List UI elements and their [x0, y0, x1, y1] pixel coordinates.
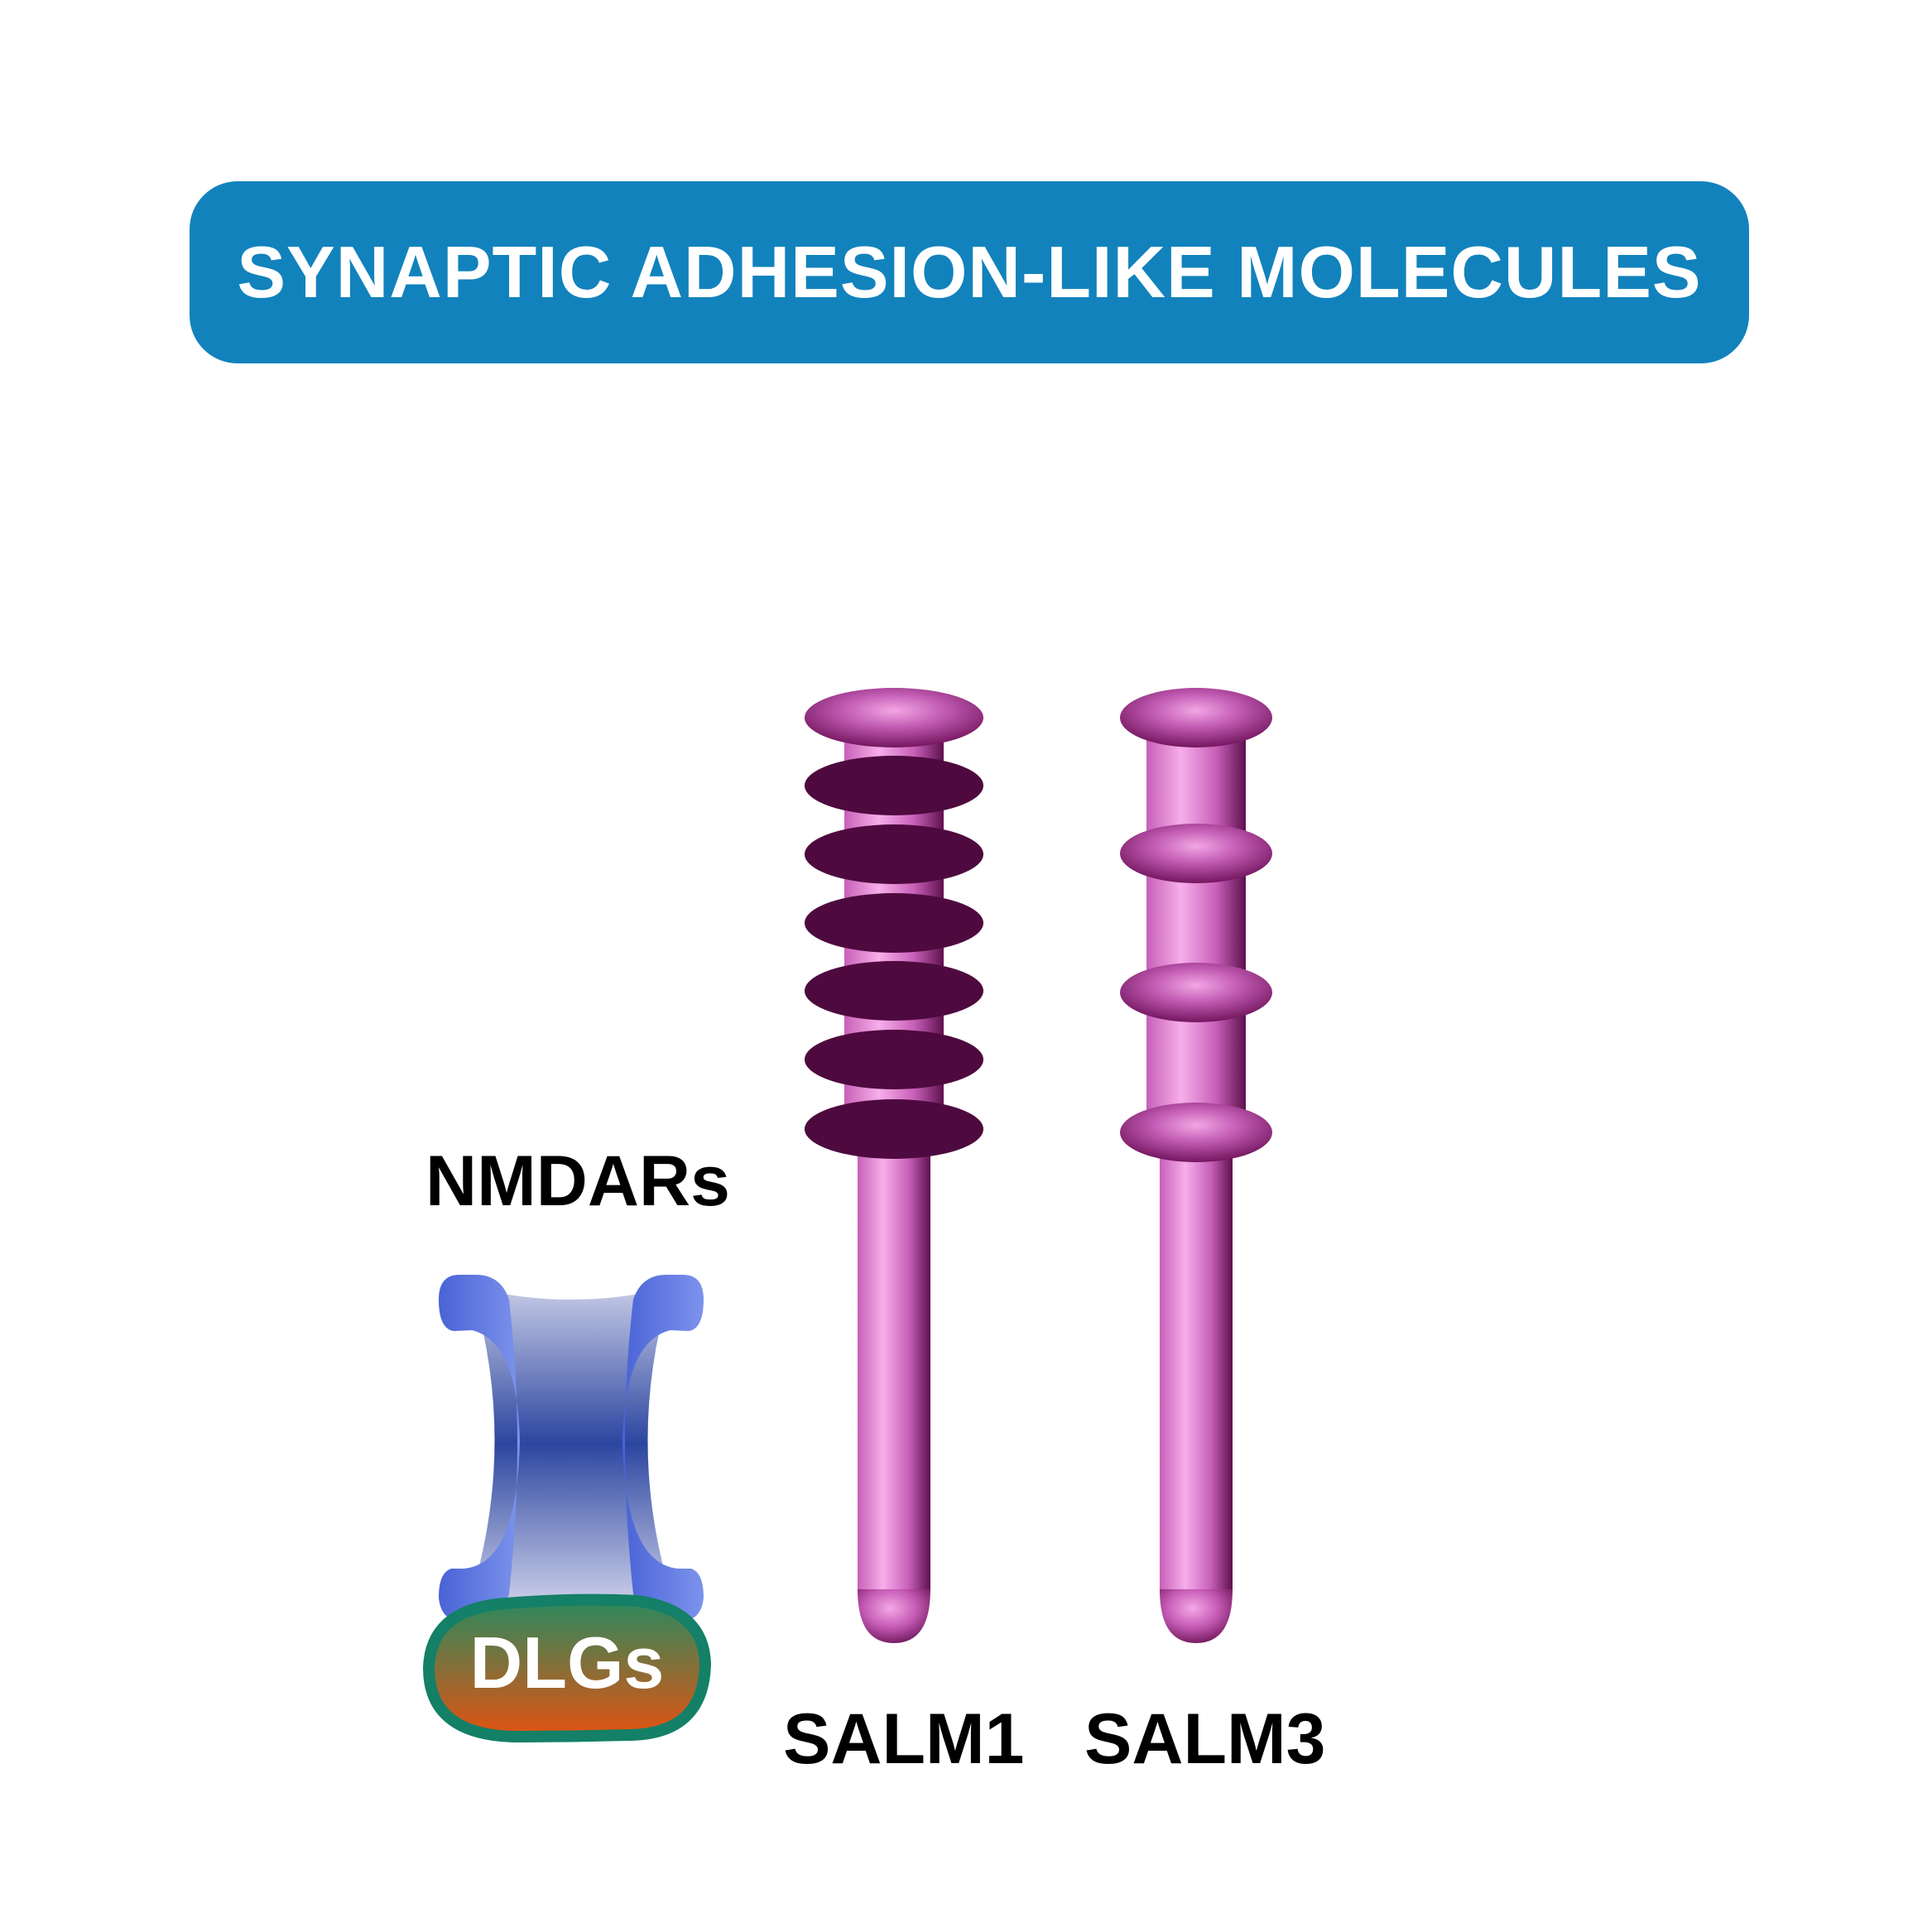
salm1-molecule: [805, 688, 983, 1643]
salm3-domain: [1120, 1103, 1272, 1162]
salm3-molecule: [1120, 688, 1272, 1643]
title-banner: SYNAPTIC ADHESION-LIKE MOLECULES: [190, 181, 1749, 363]
salm3-domain: [1120, 824, 1272, 883]
dlg-shape: [422, 1593, 712, 1743]
nmdar-channel: [472, 1287, 670, 1600]
nmdar-right-subunit: [622, 1275, 704, 1622]
salm3-stalk: [1160, 1146, 1233, 1589]
salm1-lrr-domain: [805, 824, 983, 884]
salm1-label: SALM1: [783, 1699, 1025, 1779]
salm1-cap-domain: [805, 688, 983, 747]
salm1-lrr-domain: [805, 961, 983, 1021]
dlg-label: DLGs: [469, 1622, 665, 1704]
salm3-upper-stalk: [1146, 728, 1246, 1142]
nmdar-left-subunit: [439, 1275, 520, 1622]
salm1-lrr-domain: [805, 756, 983, 815]
page-title: SYNAPTIC ADHESION-LIKE MOLECULES: [237, 231, 1702, 313]
dlg-complex: [422, 1593, 712, 1743]
salm1-tail: [858, 1589, 930, 1643]
nmdar-label: NMDARs: [425, 1141, 730, 1221]
salm1-lrr-domain: [805, 1030, 983, 1089]
salm1-stalk: [858, 1146, 930, 1589]
salm1-lrr-domain: [805, 893, 983, 953]
salm1-lrr-domains: [805, 756, 983, 1159]
salm1-lrr-domain: [805, 1099, 983, 1159]
salm3-label: SALM3: [1084, 1699, 1326, 1779]
nmdar-receptor: [439, 1275, 704, 1622]
salm3-cap-domain: [1120, 688, 1272, 747]
salm3-tail: [1160, 1589, 1233, 1643]
salm3-domain: [1120, 963, 1272, 1022]
